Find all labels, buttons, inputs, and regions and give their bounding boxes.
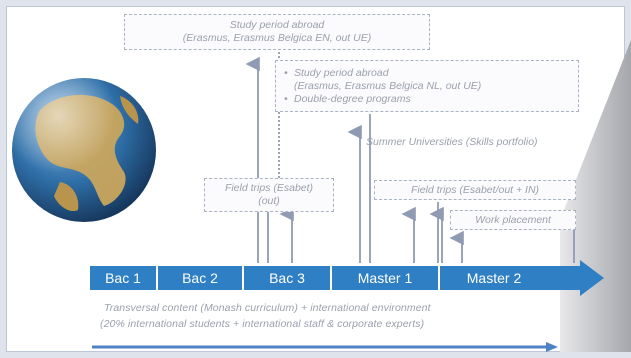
- stage-master-2: Master 2: [466, 270, 522, 286]
- globe-icon: [12, 78, 156, 222]
- bottom-arrow: [92, 342, 558, 352]
- study-abroad-mid-item1-line1: Study period abroad: [294, 67, 389, 79]
- study-abroad-mid-item1-line2: (Erasmus, Erasmus Belgica NL, out UE): [294, 80, 482, 92]
- stage-bac-3: Bac 3: [269, 270, 305, 286]
- transversal-line1: Transversal content (Monash curriculum) …: [104, 302, 431, 314]
- field-trips-master-label: Field trips (Esabet/out + IN): [410, 184, 540, 196]
- work-placement-box: Work placement: [450, 210, 576, 230]
- field-trips-bac-box: Field trips (Esabet) (out): [204, 178, 334, 212]
- study-abroad-mid-list: Study period abroad (Erasmus, Erasmus Be…: [276, 67, 578, 106]
- work-placement-label: Work placement: [475, 214, 551, 226]
- transversal-line2: (20% international students + internatio…: [100, 318, 425, 330]
- study-abroad-mid-item: Double-degree programs: [284, 93, 578, 106]
- study-abroad-mid-item: Study period abroad (Erasmus, Erasmus Be…: [284, 67, 578, 93]
- stage-bac-2: Bac 2: [182, 270, 218, 286]
- field-trips-bac-line1: Field trips (Esabet): [224, 182, 314, 194]
- stage-bar-arrowhead: [580, 260, 604, 296]
- double-degree-label: Double-degree programs: [294, 93, 411, 105]
- study-abroad-top-line1: Study period abroad: [229, 19, 325, 31]
- field-trips-master-box: Field trips (Esabet/out + IN): [374, 180, 576, 200]
- stage-bar: [90, 260, 604, 296]
- stage-bac-1: Bac 1: [105, 270, 141, 286]
- study-abroad-mid-box: Study period abroad (Erasmus, Erasmus Be…: [275, 60, 579, 112]
- study-abroad-top-line2: (Erasmus, Erasmus Belgica EN, out UE): [182, 32, 372, 44]
- stage-master-1: Master 1: [357, 270, 413, 286]
- summer-universities-label: Summer Universities (Skills portfolio): [366, 136, 538, 148]
- study-abroad-top-box: Study period abroad (Erasmus, Erasmus Be…: [124, 14, 430, 50]
- field-trips-bac-line2: (out): [258, 195, 280, 207]
